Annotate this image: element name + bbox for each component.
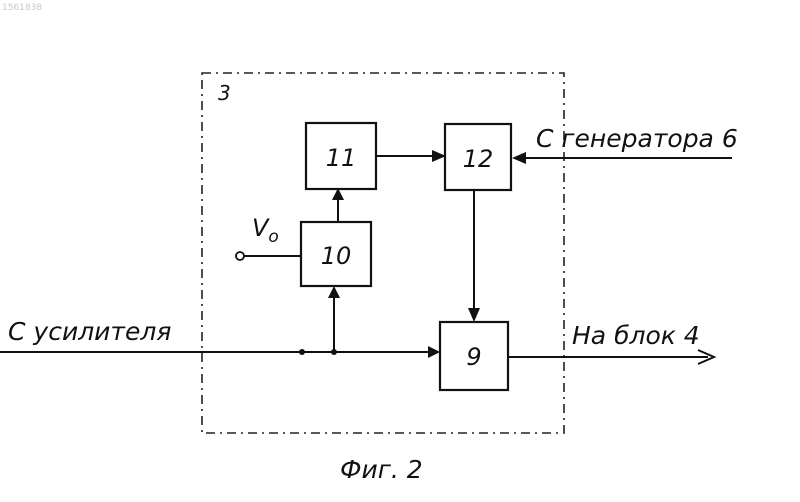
arrow-into-9: [428, 346, 440, 358]
from-amplifier-label: С усилителя: [8, 317, 171, 346]
arrow-into-10: [328, 286, 340, 298]
arrow-into-12: [432, 150, 446, 162]
vo-terminal: [236, 252, 244, 260]
block-9-label: 9: [466, 343, 481, 371]
block-10-label: 10: [321, 242, 352, 270]
junction-dot-1: [299, 349, 305, 355]
arrow-12-into-9: [468, 308, 480, 322]
block-11: 11: [306, 123, 376, 189]
arrow-generator-into-12: [512, 152, 526, 164]
block-9: 9: [440, 322, 508, 390]
block-11-label: 11: [326, 144, 357, 172]
unit-label: 3: [218, 81, 231, 105]
block-12: 12: [445, 124, 511, 190]
figure-caption: Фиг. 2: [340, 455, 423, 484]
block-12-label: 12: [463, 145, 494, 173]
document-id: 1561838: [2, 3, 42, 13]
vo-label: Vo: [252, 214, 279, 247]
block-10: 10: [301, 222, 371, 286]
to-block-label: На блок 4: [572, 321, 700, 350]
from-generator-label: С генератора 6: [536, 124, 738, 153]
